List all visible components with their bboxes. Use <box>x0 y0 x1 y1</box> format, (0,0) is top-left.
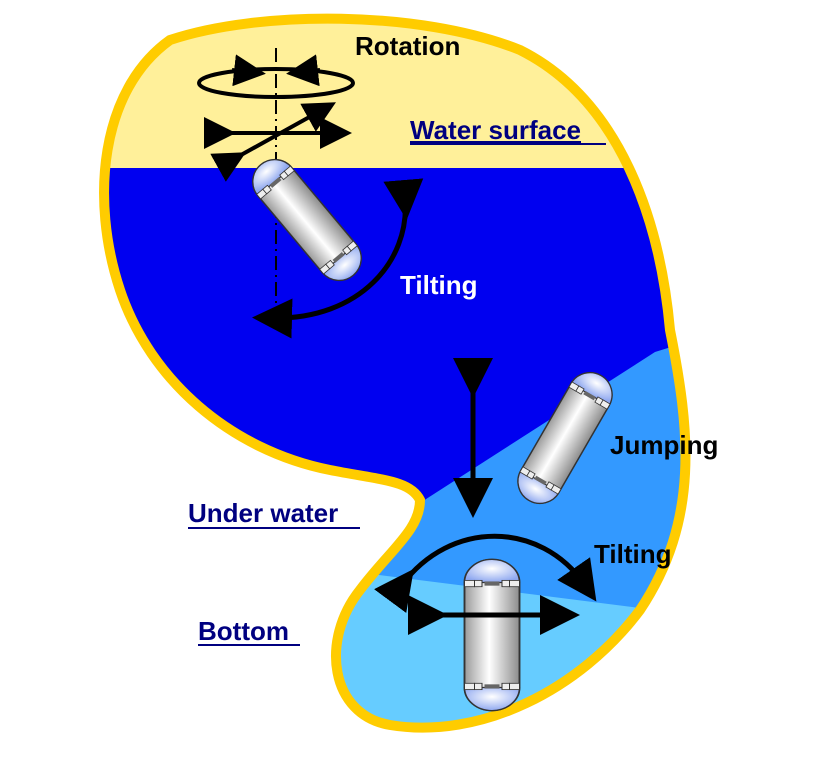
label-rotation: Rotation <box>355 31 460 61</box>
surface-move-diagonal-icon <box>210 102 336 182</box>
environment-outline <box>99 13 691 733</box>
rotation-arrow-left-icon <box>231 54 266 87</box>
tilting-arrow-surface-icon <box>252 178 424 339</box>
robot-bottom <box>463 558 521 712</box>
label-water-surface[interactable]: Water surface <box>410 115 581 145</box>
label-tilting-bottom: Tilting <box>594 539 672 569</box>
label-bottom[interactable]: Bottom <box>198 616 289 646</box>
rotation-ellipse <box>197 67 355 99</box>
label-under-water[interactable]: Under water <box>188 498 338 528</box>
label-jumping: Jumping <box>610 430 718 460</box>
rotation-arrow-right-icon <box>286 54 321 87</box>
tilting-arrow-bottom-icon <box>374 533 597 613</box>
label-tilting-surface: Tilting <box>400 270 478 300</box>
